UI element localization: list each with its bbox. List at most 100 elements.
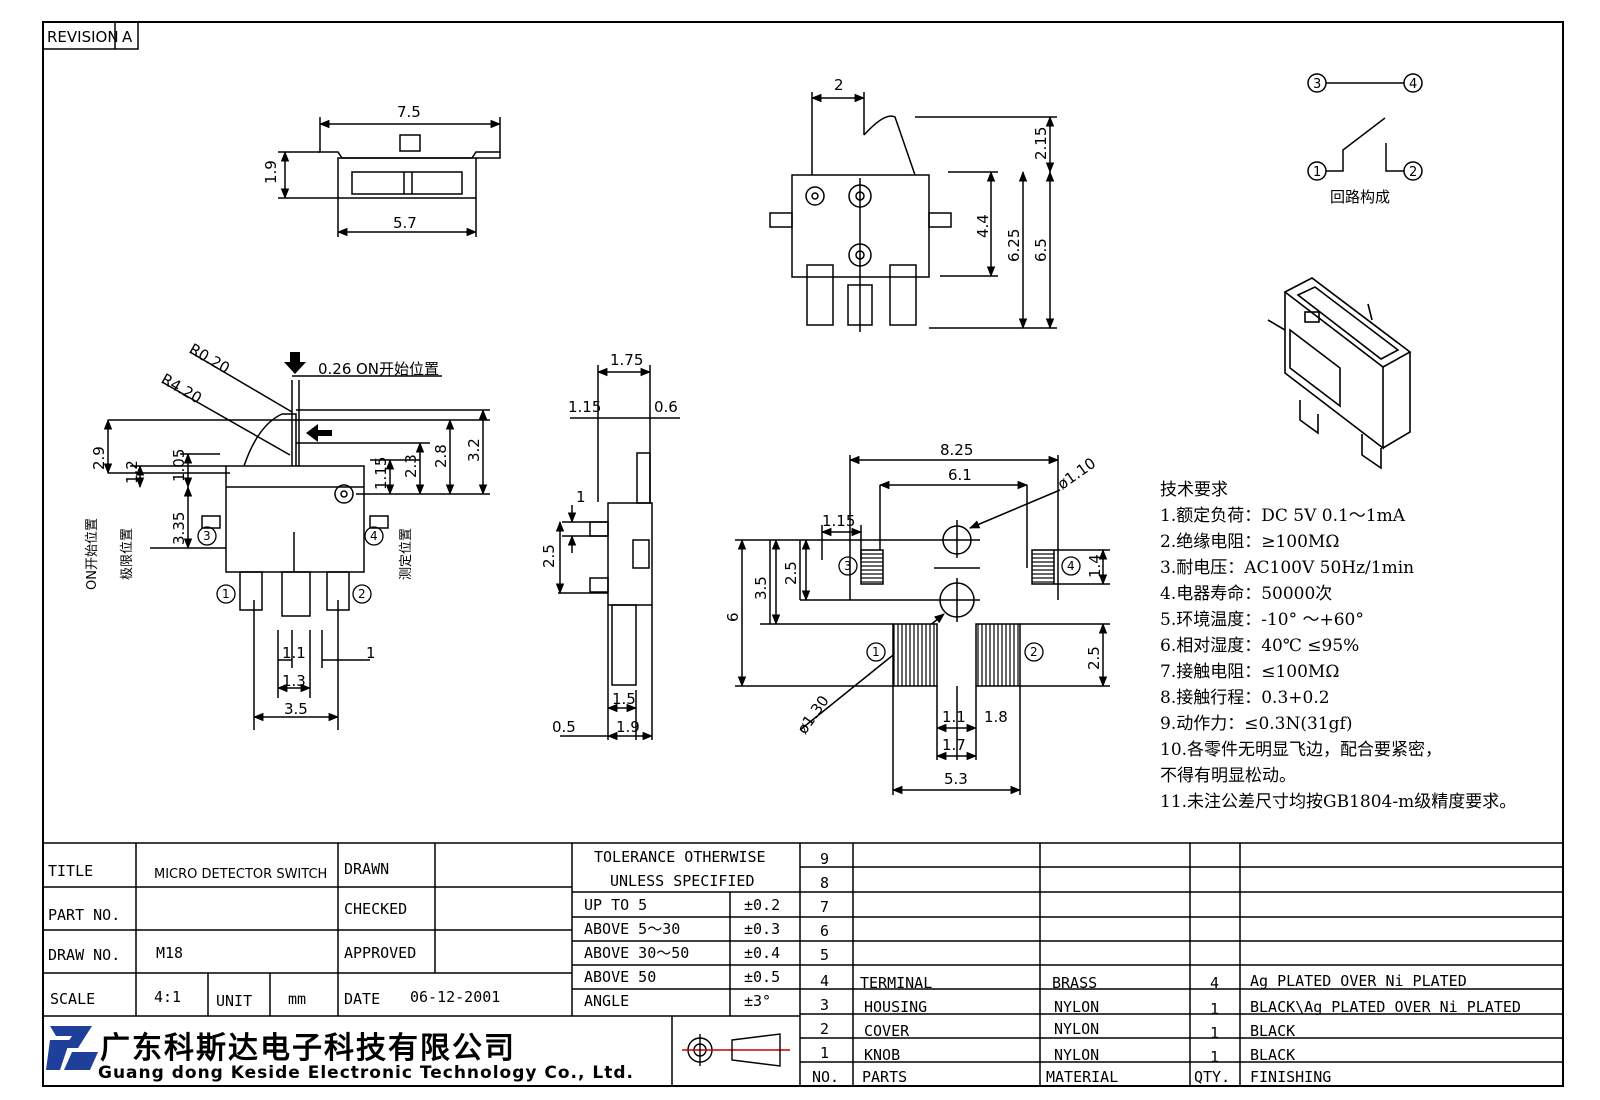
bom-row-no: 2 (820, 1020, 829, 1038)
bom-row-no: 4 (820, 972, 829, 990)
dim-side-115: 1.15 (568, 398, 601, 416)
dim-front-44: 4.4 (974, 214, 992, 238)
bom-row-part: KNOB (864, 1046, 900, 1064)
tolerance-range: ANGLE (584, 992, 629, 1010)
dim-29: 2.9 (90, 446, 108, 470)
scale-label: SCALE (50, 990, 95, 1008)
dim-12: 1.2 (123, 460, 141, 484)
circuit-symbol (1307, 73, 1423, 181)
date-value: 06-12-2001 (410, 988, 500, 1006)
dim-026: 0.26 (318, 360, 351, 378)
scale-value: 4:1 (154, 988, 181, 1006)
drawn-label: DRAWN (344, 860, 389, 878)
bom-header-parts: PARTS (862, 1068, 907, 1086)
dim-175: 1.75 (610, 351, 643, 369)
bom-row-qty: 1 (1210, 1000, 1219, 1018)
side-view (103, 351, 490, 730)
profile-view (555, 365, 680, 741)
dim-1: 1 (366, 644, 376, 662)
tech-item: 11.未注公差尺寸均按GB1804-m级精度要求。 (1160, 792, 1516, 812)
bom-row-qty: 1 (1210, 1048, 1219, 1066)
tolerance-value: ±0.2 (744, 896, 780, 914)
bom-empty-no: 5 (820, 946, 829, 964)
tolerance-head-2: UNLESS SPECIFIED (610, 872, 755, 890)
tolerance-range: UP TO 5 (584, 896, 647, 914)
press-arrow-icon (284, 352, 306, 374)
checked-label: CHECKED (344, 900, 407, 918)
side-pin-4: 4 (370, 529, 378, 543)
revision-box: REVISION A (42, 21, 139, 50)
dim-pcb-18: 1.8 (984, 708, 1008, 726)
dim-pcb-53: 5.3 (944, 770, 968, 788)
dim-front-215: 2.15 (1032, 127, 1050, 160)
dim-side-19: 1.9 (616, 718, 640, 736)
side-pin-1: 1 (222, 587, 230, 601)
projection-symbol-icon (682, 1033, 790, 1067)
top-view (278, 117, 502, 237)
bom-row-qty: 4 (1210, 974, 1219, 992)
unit-value: mm (288, 990, 306, 1008)
sheet-border (42, 21, 1564, 1087)
part-no-label: PART NO. (48, 906, 120, 924)
side-pin-labels (197, 526, 384, 604)
bom-empty-no: 8 (820, 874, 829, 892)
circuit-pin-2: 2 (1409, 165, 1417, 180)
tolerance-value: ±3° (744, 992, 771, 1010)
revision-label: REVISION (47, 28, 119, 46)
dim-14: 1.4 (1086, 554, 1104, 578)
unit-label: UNIT (216, 992, 252, 1010)
bom-row-material: NYLON (1054, 998, 1099, 1016)
dim-28: 2.8 (432, 444, 450, 468)
dim-105: 1.05 (170, 449, 188, 482)
dim-825: 8.25 (940, 441, 973, 459)
slide-arrow-icon (306, 424, 332, 442)
dim-pcb-35: 3.5 (752, 576, 770, 600)
tech-item: 2.绝缘电阻：≥100MΩ (1160, 532, 1339, 552)
dim-11: 1.1 (282, 644, 306, 662)
dim-pcb-25a: 2.5 (782, 561, 800, 585)
tech-item: 3.耐电压：AC100V 50Hz/1min (1160, 558, 1414, 578)
dim-35: 3.5 (284, 700, 308, 718)
tech-item: 5.环境温度：-10° ～+60° (1160, 610, 1364, 630)
dim-d110: ø1.10 (1054, 454, 1099, 493)
dim-026-note: ON开始位置 (356, 360, 439, 378)
front-view (769, 92, 1057, 332)
bom-row-material: NYLON (1054, 1046, 1099, 1064)
dim-06: 0.6 (654, 398, 678, 416)
tech-item: 8.接触行程：0.3+0.2 (1160, 688, 1330, 708)
bom-header-no: NO. (812, 1068, 839, 1086)
dim-pcb-25b: 2.5 (1085, 646, 1103, 670)
tolerance-head-1: TOLERANCE OTHERWISE (594, 848, 766, 866)
dim-r020: R0.20 (186, 340, 233, 378)
circuit-pin-3: 3 (1313, 77, 1321, 92)
circuit-pin-4: 4 (1409, 77, 1417, 92)
tech-requirements: 技术要求 1.额定负荷：DC 5V 0.1～1mA 2.绝缘电阻：≥100MΩ … (1160, 480, 1516, 812)
dim-335: 3.35 (170, 512, 188, 545)
bom-empty-no: 6 (820, 922, 829, 940)
tech-item: 7.接触电阻：≤100MΩ (1160, 662, 1339, 682)
bom-header-material: MATERIAL (1046, 1068, 1118, 1086)
tech-item: 不得有明显松动。 (1160, 766, 1296, 786)
dim-top-width: 7.5 (397, 103, 421, 121)
dim-115: 1.15 (372, 457, 390, 490)
pcb-pin-4: 4 (1067, 559, 1075, 573)
dim-pcb-17: 1.7 (942, 736, 966, 754)
title-block-grid (43, 842, 1563, 1086)
approved-label: APPROVED (344, 944, 416, 962)
bom-row-material: BRASS (1052, 974, 1097, 992)
dim-13: 1.3 (282, 672, 306, 690)
dim-d130: ø1.30 (794, 692, 833, 737)
bom-row-finishing: BLACK (1250, 1022, 1295, 1040)
date-label: DATE (344, 990, 380, 1008)
bom-row-no: 1 (820, 1044, 829, 1062)
bom-header-qty: QTY. (1194, 1068, 1230, 1086)
pcb-footprint (735, 455, 1110, 795)
bom-row-part: HOUSING (864, 998, 927, 1016)
bom-row-finishing: Ag PLATED OVER Ni PLATED (1250, 972, 1467, 990)
dim-r420: R4.20 (158, 370, 205, 408)
company-name-en: Guang dong Keside Electronic Technology … (98, 1063, 634, 1083)
tech-item: 4.电器寿命：50000次 (1160, 584, 1332, 604)
pcb-pin-3: 3 (844, 559, 852, 573)
bom-row-part: TERMINAL (860, 974, 932, 992)
